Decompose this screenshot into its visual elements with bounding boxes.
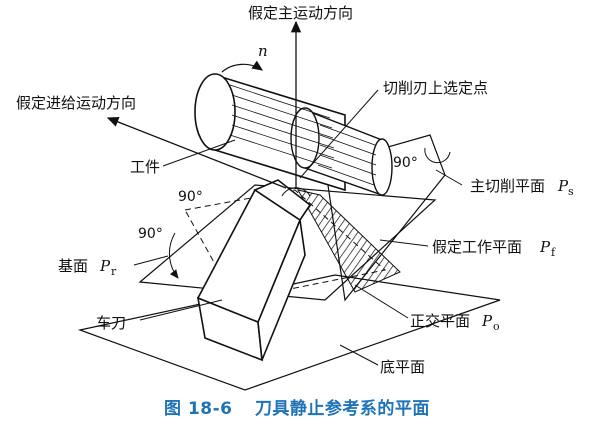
svg-text:f: f: [551, 246, 556, 259]
label-angle-left: 90°: [138, 226, 163, 242]
svg-text:P: P: [99, 257, 111, 275]
label-main-motion: 假定主运动方向: [248, 4, 353, 22]
label-bottom-plane: 底平面: [380, 358, 425, 376]
orthogonal-plane-hatch: [297, 189, 401, 293]
caption-title: 刀具静止参考系的平面: [254, 399, 430, 419]
svg-text:P: P: [539, 238, 551, 256]
workpiece: [194, 60, 393, 196]
svg-text:r: r: [111, 265, 117, 278]
label-main-cutting-plane: 主切削平面 P s: [470, 177, 574, 198]
turning-tool: [196, 179, 312, 362]
label-orthogonal-plane: 正交平面 P o: [410, 312, 500, 333]
label-feed-motion: 假定进给运动方向: [16, 94, 136, 112]
svg-text:基面: 基面: [58, 257, 88, 275]
figure-caption: 图 18-6 刀具静止参考系的平面: [0, 394, 594, 419]
svg-text:P: P: [557, 177, 569, 195]
svg-text:假定工作平面: 假定工作平面: [432, 238, 522, 256]
caption-number: 图 18-6: [164, 399, 233, 419]
svg-text:主切削平面: 主切削平面: [470, 177, 545, 195]
label-workpiece: 工件: [130, 158, 160, 176]
svg-text:P: P: [481, 312, 493, 330]
label-angle-right: 90°: [393, 155, 418, 171]
svg-text:o: o: [493, 320, 500, 333]
svg-text:s: s: [568, 185, 574, 198]
label-selected-point: 切削刃上选定点: [383, 79, 488, 97]
feed-motion-arrow: [106, 116, 287, 189]
label-working-plane: 假定工作平面 P f: [432, 238, 556, 259]
label-base-plane: 基面 P r: [58, 257, 117, 278]
svg-text:正交平面: 正交平面: [410, 312, 470, 330]
label-n: n: [258, 42, 268, 60]
label-tool: 车刀: [96, 314, 126, 332]
label-angle-top: 90°: [178, 189, 203, 205]
